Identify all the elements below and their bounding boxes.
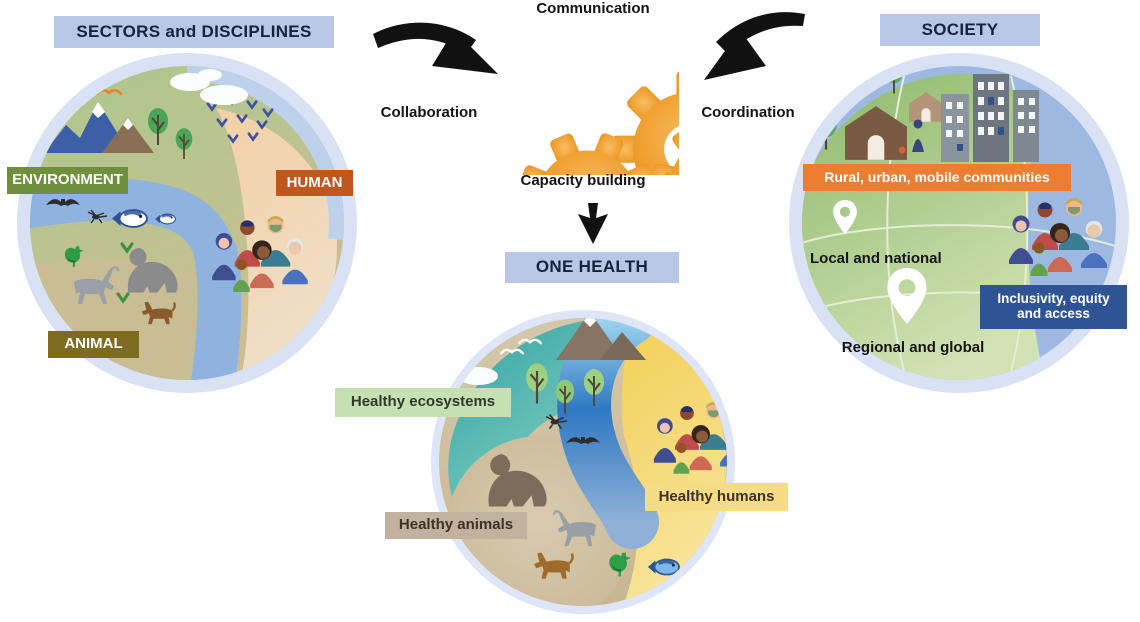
bird-icon xyxy=(63,74,91,82)
gear-icon xyxy=(611,70,679,175)
sectors-title: SECTORS and DISCIPLINES xyxy=(54,16,334,48)
local-national-label: Local and national xyxy=(810,249,942,267)
society-title: SOCIETY xyxy=(880,14,1040,46)
hub-coordination-label: Coordination xyxy=(701,103,795,121)
curved-arrow-left-icon xyxy=(373,22,498,74)
mountain-icon xyxy=(556,318,624,360)
snow-cap xyxy=(123,118,133,130)
coast-water xyxy=(186,66,344,242)
regional-global-label: Regional and global xyxy=(841,338,985,356)
inclusivity-line2: and access xyxy=(1017,306,1090,321)
cloud-icon xyxy=(170,69,248,105)
snow-cap xyxy=(92,102,105,118)
snow-cap xyxy=(584,318,596,327)
inclusivity-banner: Inclusivity, equity and access xyxy=(980,285,1127,329)
human-label: HUMAN xyxy=(276,170,353,196)
villager-icon xyxy=(898,119,924,154)
down-arrow-icon xyxy=(578,203,608,244)
inclusivity-line1: Inclusivity, equity xyxy=(997,291,1110,307)
healthy-ecosystems-label: Healthy ecosystems xyxy=(335,388,511,417)
animal-label: ANIMAL xyxy=(48,331,139,358)
environment-icons xyxy=(44,66,274,160)
mountain-icon xyxy=(600,332,646,360)
communities-banner: Rural, urban, mobile communities xyxy=(803,164,1071,191)
healthy-animals-label: Healthy animals xyxy=(385,512,527,539)
environment-label: ENVIRONMENT xyxy=(7,167,128,194)
mountain-icon xyxy=(102,118,154,153)
hub-capacity-building-label: Capacity building xyxy=(520,171,646,189)
gears-icon xyxy=(497,70,679,175)
mountain-icon xyxy=(44,102,130,153)
one-health-circle-illustration xyxy=(431,310,735,614)
hub-communication-label: Communication xyxy=(536,0,650,17)
sectors-circle-illustration xyxy=(17,53,357,393)
city-buildings-icon xyxy=(941,74,1039,162)
one-health-title: ONE HEALTH xyxy=(505,252,679,283)
hub-collaboration-label: Collaboration xyxy=(380,103,478,121)
curved-arrow-right-icon xyxy=(704,12,805,80)
healthy-humans-label: Healthy humans xyxy=(645,483,788,511)
